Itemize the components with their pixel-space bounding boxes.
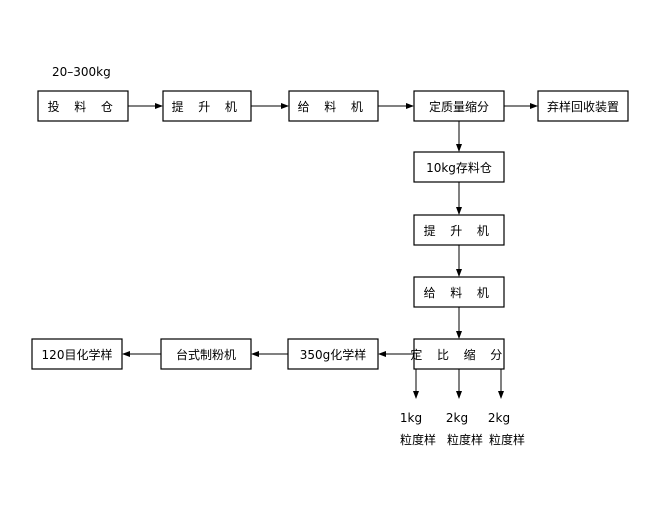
- pulverizer-label: 台式制粉机: [176, 347, 236, 362]
- output-3-label: 粒度样: [489, 432, 525, 447]
- storage-bin-box: 10kg存料仓: [413, 151, 505, 183]
- feed-bin-label: 投 料 仓: [48, 99, 119, 114]
- output-3-mass: 2kg: [488, 411, 510, 425]
- output-1-label: 粒度样: [400, 432, 436, 447]
- feeder-label-1: 给 料 机: [298, 100, 369, 114]
- chem-sample-350-label: 350g化学样: [300, 347, 367, 362]
- input-mass-label: 20–300kg: [52, 65, 111, 79]
- elevator-label-2: 提 升 机: [424, 223, 495, 238]
- ratio-divider-label: 定 比 缩 分: [410, 347, 507, 362]
- output-2-mass: 2kg: [446, 411, 468, 425]
- chem-sample-120-label: 120目化学样: [42, 347, 113, 362]
- feeder-box-1: 给 料 机: [288, 90, 379, 122]
- mass-divider-label: 定质量缩分: [429, 99, 489, 114]
- output-2-label: 粒度样: [447, 432, 483, 447]
- mass-divider-box: 定质量缩分: [413, 90, 505, 122]
- feed-bin-box: 投 料 仓: [37, 90, 129, 122]
- elevator-box-1: 提 升 机: [162, 90, 252, 122]
- feeder-box-2: 给 料 机: [413, 276, 505, 308]
- pulverizer-box: 台式制粉机: [160, 338, 252, 370]
- ratio-divider-box: 定 比 缩 分: [410, 338, 507, 370]
- output-1-mass: 1kg: [400, 411, 422, 425]
- reject-recovery-box: 弃样回收装置: [537, 90, 629, 122]
- feeder-label-2: 给 料 机: [424, 286, 495, 300]
- chem-sample-350-box: 350g化学样: [287, 338, 379, 370]
- chem-sample-120-box: 120目化学样: [31, 338, 123, 370]
- elevator-label-1: 提 升 机: [172, 99, 243, 114]
- elevator-box-2: 提 升 机: [413, 214, 505, 246]
- storage-bin-label: 10kg存料仓: [426, 161, 492, 175]
- reject-recovery-label: 弃样回收装置: [547, 99, 619, 114]
